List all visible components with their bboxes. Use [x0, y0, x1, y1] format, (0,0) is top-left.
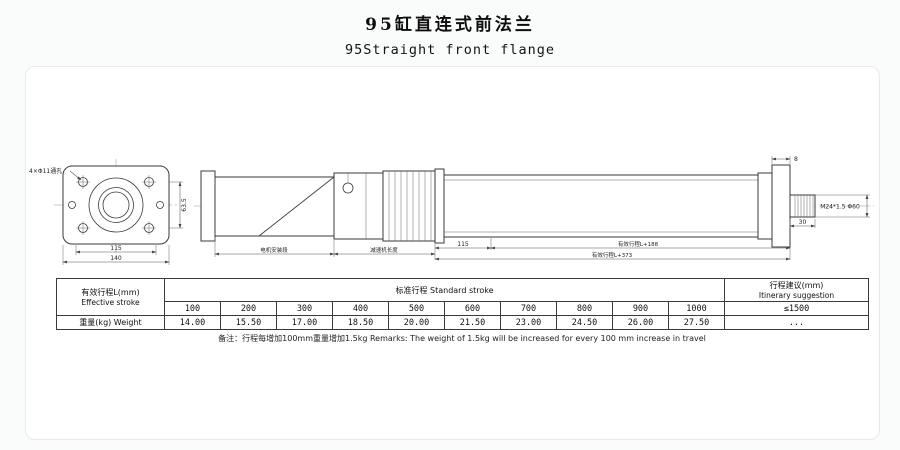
flange-dim-height: 63.5 [169, 181, 188, 229]
motor-body [214, 176, 335, 237]
stroke-value-cell: 600 [444, 301, 501, 316]
suggestion-value-cell: ≤1500 [724, 301, 869, 316]
flange-pilot-circle [88, 177, 144, 233]
content-panel: 4×Φ11通孔 115 140 63.5 [25, 66, 880, 440]
weight-suggestion-cell: ... [724, 315, 869, 330]
flange-front-view: 4×Φ11通孔 115 140 63.5 [29, 159, 188, 265]
stroke-value-cell: 300 [276, 301, 333, 316]
svg-text:30: 30 [799, 219, 807, 226]
weight-value-cell: 21.50 [444, 315, 501, 330]
dim-flange-thickness: 8 [771, 156, 798, 164]
motor-cut-line [258, 176, 335, 237]
dim-front-section: 115 [434, 241, 492, 250]
suggestion-label-en: Itinerary suggestion [758, 291, 835, 300]
flange-bore-outer [98, 187, 134, 223]
effective-stroke-header: 有效行程L(mm) Effective stroke [56, 278, 165, 316]
weight-value-cell: 26.00 [612, 315, 669, 330]
weight-value-cell: 24.50 [556, 315, 613, 330]
flange-bore-inner [102, 191, 130, 219]
dim-stroke-plus-188: 有效行程L+188 [490, 240, 791, 250]
flange-dim-inner: 115 [75, 245, 157, 255]
hole-callout-label: 4×Φ11通孔 [29, 167, 62, 175]
stroke-value-cell: 800 [556, 301, 613, 316]
svg-text:电机安装段: 电机安装段 [260, 246, 288, 254]
svg-text:有效行程L+188: 有效行程L+188 [618, 240, 659, 248]
svg-text:63.5: 63.5 [181, 198, 188, 212]
suggestion-header: 行程建议(mm) Itinerary suggestion [724, 278, 869, 302]
dim-stroke-plus-373: 有效行程L+373 [434, 251, 791, 261]
suggestion-label-zh: 行程建议(mm) [769, 281, 824, 290]
stroke-values-row: 100 200 300 400 500 600 700 800 900 1000… [57, 301, 869, 316]
svg-text:115: 115 [110, 245, 122, 252]
svg-text:M24*1.5 Φ60: M24*1.5 Φ60 [820, 204, 860, 211]
spec-table-section: 有效行程L(mm) Effective stroke 标准行程 Standard… [56, 278, 869, 344]
page-title-zh: 95缸直连式前法兰 [365, 15, 535, 35]
coupling-housing [333, 172, 384, 240]
weight-value-cell: 15.50 [220, 315, 277, 330]
table-header-row: 有效行程L(mm) Effective stroke 标准行程 Standard… [56, 278, 869, 316]
weight-row-label: 重量(kg) Weight [56, 315, 165, 330]
stroke-value-cell: 500 [388, 301, 445, 316]
svg-text:有效行程L+373: 有效行程L+373 [592, 251, 633, 259]
end-cap [757, 172, 773, 240]
stroke-value-cell: 100 [164, 301, 221, 316]
technical-drawing: 4×Φ11通孔 115 140 63.5 [29, 156, 874, 265]
hole-callout-leader [69, 170, 82, 181]
svg-text:减速机长度: 减速机长度 [370, 246, 398, 254]
flange-dim-outer: 140 [62, 245, 170, 265]
dim-reducer-length: 减速机长度 [333, 246, 436, 256]
svg-text:140: 140 [110, 255, 122, 262]
adapter-plate [434, 168, 445, 244]
piston-rod [789, 194, 816, 218]
side-view-dimensions: 8 M24*1.5 Φ60 30 [214, 156, 870, 261]
weight-value-cell: 20.00 [388, 315, 445, 330]
front-flange [771, 164, 791, 248]
weight-value-cell: 14.00 [164, 315, 221, 330]
stroke-value-cell: 900 [612, 301, 669, 316]
flange-bolt-holes [68, 175, 164, 235]
dim-rod-thread: M24*1.5 Φ60 [815, 194, 870, 218]
rear-plate [200, 170, 216, 242]
table-note: 备注：行程每增加100mm重量增加1.5kg Remarks: The weig… [218, 334, 706, 343]
weight-value-cell: 23.00 [500, 315, 557, 330]
effective-stroke-label-en: Effective stroke [81, 298, 140, 307]
gearbox-ribs [388, 171, 432, 241]
stroke-weight-table: 有效行程L(mm) Effective stroke 标准行程 Standard… [56, 278, 869, 330]
weight-values-row: 重量(kg) Weight 14.00 15.50 17.00 18.50 20… [56, 315, 869, 330]
gearbox-body [382, 170, 436, 242]
page-title-en: 95Straight front flange [345, 42, 555, 58]
stroke-value-cell: 400 [332, 301, 389, 316]
actuator-side-view [194, 164, 874, 248]
stroke-value-cell: 1000 [668, 301, 725, 316]
rod-thread-hatch [794, 195, 814, 217]
page-header: 95缸直连式前法兰 95Straight front flange [0, 10, 900, 58]
cylinder-tube [443, 174, 759, 238]
dim-motor-section: 电机安装段 [214, 246, 335, 256]
flange-outline [62, 165, 170, 245]
weight-value-cell: 17.00 [276, 315, 333, 330]
effective-stroke-label-zh: 有效行程L(mm) [81, 288, 140, 297]
standard-stroke-header: 标准行程 Standard stroke [164, 278, 725, 302]
stroke-value-cell: 700 [500, 301, 557, 316]
weight-value-cell: 27.50 [668, 315, 725, 330]
svg-text:115: 115 [457, 241, 469, 248]
weight-value-cell: 18.50 [332, 315, 389, 330]
svg-text:8: 8 [794, 156, 798, 163]
dim-rod-extension: 30 [789, 219, 816, 228]
stroke-value-cell: 200 [220, 301, 277, 316]
